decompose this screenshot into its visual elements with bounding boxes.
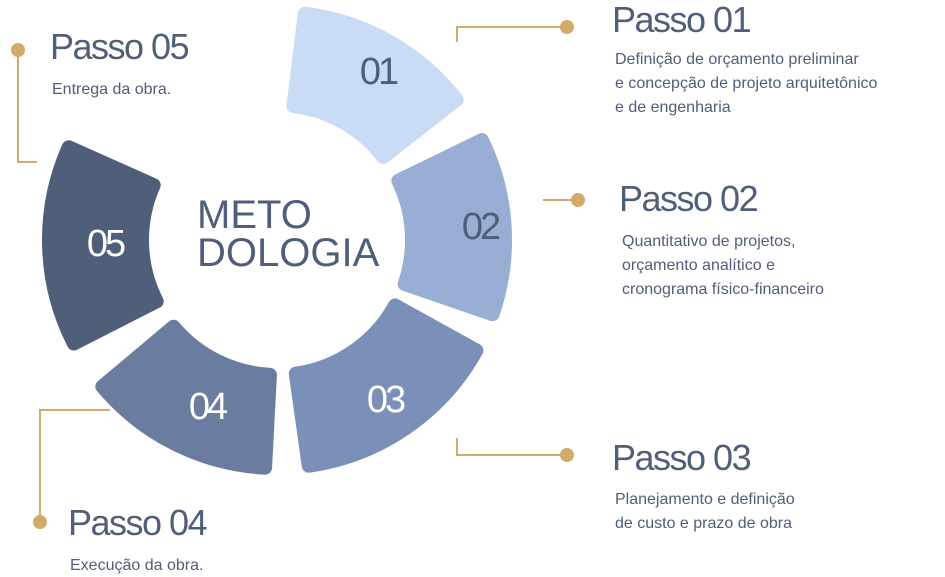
connector-dot-01 [560, 20, 574, 34]
step-01-description: Definição de orçamento preliminar e conc… [615, 48, 877, 120]
connector-dot-02 [571, 193, 585, 207]
connector-dot-05 [11, 43, 25, 57]
step-01-title: Passo 01 [612, 0, 752, 40]
step-03-line: Planejamento e definição [615, 491, 795, 508]
step-02-line: Quantitativo de projetos, [622, 233, 796, 250]
step-02-line: cronograma físico-financeiro [622, 281, 824, 298]
segment-label-04: 04 [189, 386, 228, 428]
segment-label-03: 03 [367, 379, 405, 421]
segment-label-05: 05 [87, 223, 125, 265]
segment-05 [42, 140, 164, 351]
segment-02 [391, 133, 512, 322]
step-05-title: Passo 05 [50, 26, 190, 67]
step-01-line: Definição de orçamento preliminar [615, 51, 859, 68]
step-05-line: Entrega da obra. [52, 81, 172, 98]
connector-dot-03 [560, 448, 574, 462]
step-01-line: e de engenharia [615, 99, 731, 116]
step-02-line: orçamento analítico e [622, 257, 775, 274]
segment-label-02: 02 [462, 206, 500, 248]
step-02-description: Quantitativo de projetos, orçamento anal… [622, 230, 824, 302]
step-01-line: e concepção de projeto arquitetônico [615, 75, 878, 92]
center-title-line1: METO [197, 193, 312, 237]
segment-label-01: 01 [360, 51, 398, 93]
step-02-title: Passo 02 [619, 178, 759, 219]
step-04-line: Execução da obra. [70, 557, 204, 574]
connector-line-04 [39, 409, 110, 522]
connector-line-05 [17, 50, 37, 163]
step-03-line: de custo e prazo de obra [615, 515, 793, 532]
segments: 01 02 03 04 05 [42, 6, 512, 475]
center-title-line2: DOLOGIA [197, 231, 380, 275]
step-04-description: Execução da obra. [70, 554, 203, 577]
segment-03 [288, 298, 484, 473]
segment-01 [286, 6, 464, 164]
center-title: METO DOLOGIA [197, 193, 380, 275]
step-04-title: Passo 04 [68, 502, 208, 543]
step-05-description: Entrega da obra. [52, 78, 171, 102]
connectors [11, 20, 585, 529]
segment-04 [95, 319, 277, 475]
connector-dot-04 [33, 515, 47, 529]
connector-line-01 [456, 26, 567, 42]
step-03-description: Planejamento e definição de custo e praz… [615, 488, 795, 536]
connector-line-03 [456, 438, 567, 456]
step-03-title: Passo 03 [612, 437, 752, 478]
